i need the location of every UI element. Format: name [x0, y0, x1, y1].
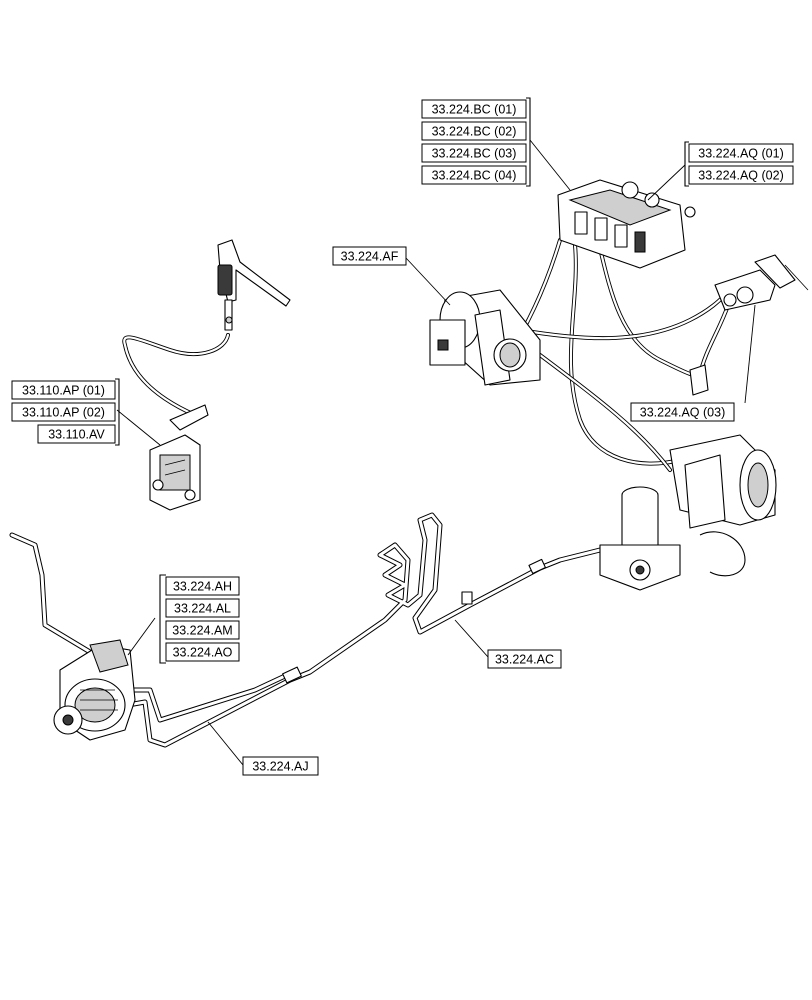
callout-box	[630, 402, 735, 422]
callout-box	[11, 380, 116, 400]
callout-bracket	[526, 97, 531, 187]
callout-bracket	[684, 141, 689, 187]
callout-group-ap-av: 33.110.AP (01) 33.110.AP (02) 33.110.AV	[11, 378, 120, 446]
callout-box	[421, 99, 527, 119]
callout-33-224-al[interactable]: 33.224.AL	[174, 602, 231, 616]
callout-box	[11, 402, 116, 422]
callout-box	[165, 576, 240, 596]
callout-33-224-bc-01[interactable]: 33.224.BC (01)	[432, 103, 517, 117]
callout-33-224-bc-02[interactable]: 33.224.BC (02)	[432, 125, 517, 139]
callout-33-224-ah[interactable]: 33.224.AH	[173, 580, 232, 594]
callout-33-224-af[interactable]: 33.224.AF	[341, 250, 399, 264]
callout-bracket	[159, 574, 166, 664]
callout-33-224-ac[interactable]: 33.224.AC	[495, 653, 554, 667]
air-tank-upper	[429, 289, 541, 386]
callout-box	[165, 642, 240, 662]
callout-33-224-ao[interactable]: 33.224.AO	[173, 646, 233, 660]
air-compressor	[53, 639, 136, 741]
callout-box	[37, 424, 116, 444]
callout-33-110-av[interactable]: 33.110.AV	[48, 428, 105, 442]
callout-33-224-aq-03[interactable]: 33.224.AQ (03)	[640, 406, 725, 420]
air-tank-lower	[669, 434, 777, 577]
parking-brake-lever	[217, 239, 291, 331]
callout-group-ah-ao: 33.224.AH 33.224.AL 33.224.AM 33.224.AO	[159, 574, 240, 664]
callout-33-224-am[interactable]: 33.224.AM	[172, 624, 232, 638]
air-dryer	[599, 486, 681, 591]
callout-33-224-bc-04[interactable]: 33.224.BC (04)	[432, 169, 517, 183]
callout-box	[688, 165, 794, 185]
callout-group-bc: 33.224.BC (01) 33.224.BC (02) 33.224.BC …	[421, 97, 531, 187]
tube-fitting	[282, 666, 302, 684]
callout-33-224-aq-02[interactable]: 33.224.AQ (02)	[698, 169, 783, 183]
tube-clamp	[461, 591, 473, 605]
callout-group-aq: 33.224.AQ (01) 33.224.AQ (02)	[684, 141, 794, 187]
callout-box	[165, 620, 240, 640]
trailer-couplings	[689, 254, 809, 396]
callout-33-224-aq-01[interactable]: 33.224.AQ (01)	[698, 147, 783, 161]
callout-box	[688, 143, 794, 163]
callout-box	[487, 649, 562, 669]
callout-box	[421, 121, 527, 141]
callout-box	[421, 165, 527, 185]
callout-box	[332, 246, 407, 266]
valve-block	[557, 179, 696, 269]
callout-bracket	[115, 378, 120, 446]
callout-box	[165, 598, 240, 618]
parking-brake-valve	[149, 404, 209, 511]
leader-lines	[116, 139, 756, 766]
tube-fitting	[528, 558, 547, 575]
callout-33-224-bc-03[interactable]: 33.224.BC (03)	[432, 147, 517, 161]
callout-box	[421, 143, 527, 163]
callout-33-110-ap-02[interactable]: 33.110.AP (02)	[22, 406, 105, 420]
callout-box	[242, 756, 319, 776]
callout-33-224-aj[interactable]: 33.224.AJ	[252, 760, 308, 774]
callout-33-110-ap-01[interactable]: 33.110.AP (01)	[22, 384, 105, 398]
